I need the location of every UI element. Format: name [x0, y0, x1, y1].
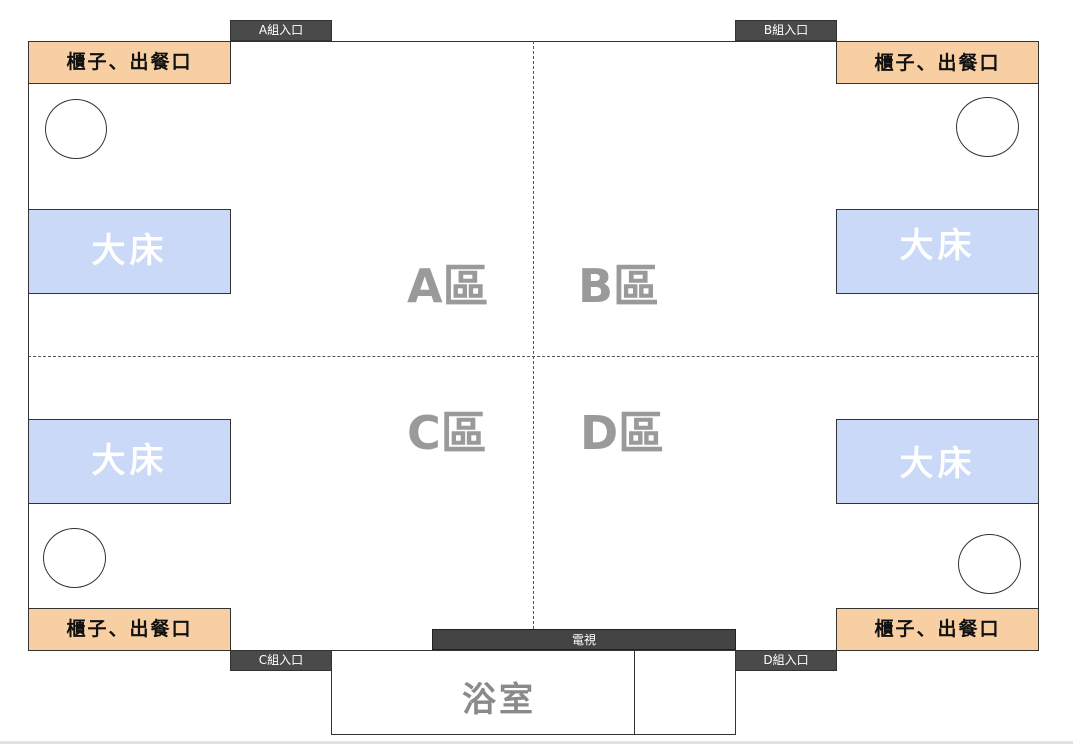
counter-bottom-right: 櫃子、出餐口	[836, 608, 1039, 651]
bed-top-right: 大床	[836, 209, 1039, 294]
zone-d-label: D區	[580, 406, 665, 460]
entrance-b: B組入口	[735, 20, 837, 41]
vertical-divider	[533, 41, 534, 629]
entrance-c: C組入口	[230, 650, 332, 671]
horizontal-divider	[28, 356, 1039, 357]
zone-a-label: A區	[407, 259, 489, 313]
page-bottom-edge	[0, 741, 1073, 744]
counter-bottom-left: 櫃子、出餐口	[28, 608, 231, 651]
bathroom-partition	[634, 651, 635, 735]
zone-b-label: B區	[578, 259, 660, 313]
bathroom-area	[331, 651, 736, 735]
bathroom-label: 浴室	[462, 680, 536, 720]
round-table-bottom-right	[958, 534, 1021, 594]
counter-top-right: 櫃子、出餐口	[836, 41, 1039, 84]
bed-bottom-right: 大床	[836, 419, 1039, 504]
bed-bottom-left: 大床	[28, 419, 231, 504]
round-table-top-right	[956, 97, 1019, 157]
bed-top-left: 大床	[28, 209, 231, 294]
round-table-bottom-left	[43, 528, 106, 588]
counter-top-left: 櫃子、出餐口	[28, 41, 231, 84]
tv-bar: 電視	[432, 629, 736, 650]
round-table-top-left	[45, 99, 107, 159]
entrance-d: D組入口	[735, 650, 837, 671]
zone-c-label: C區	[407, 406, 487, 460]
entrance-a: A組入口	[230, 20, 332, 41]
